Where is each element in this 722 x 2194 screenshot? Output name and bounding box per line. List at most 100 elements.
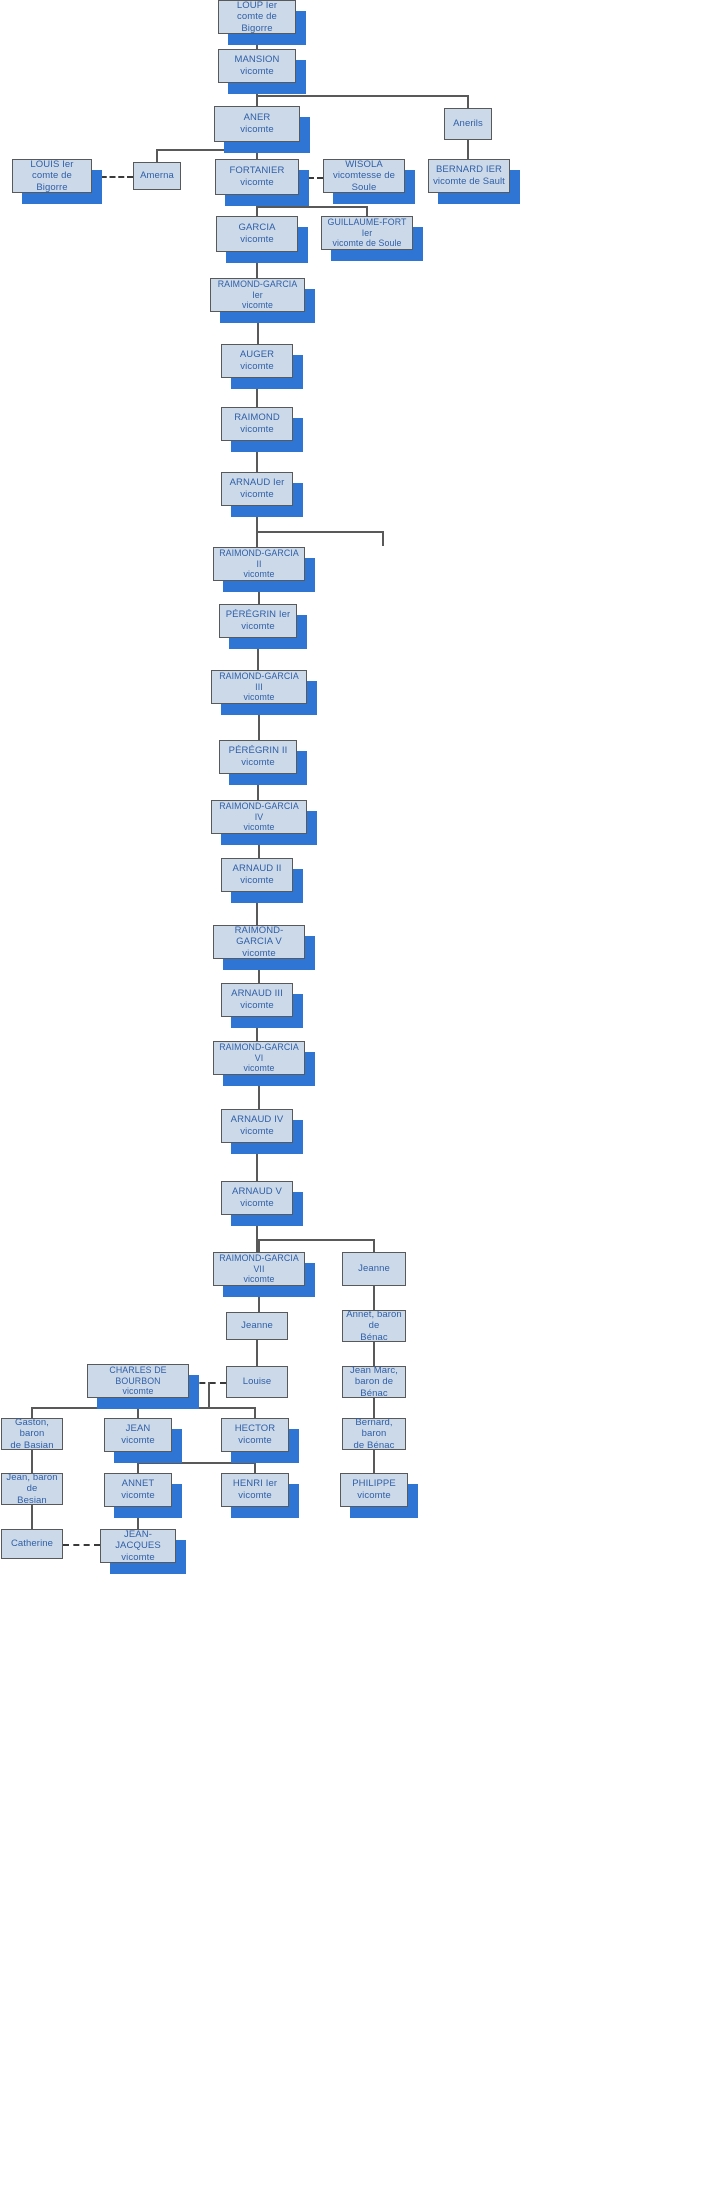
- person-title: vicomte: [241, 621, 275, 632]
- person-name: MANSION: [234, 54, 280, 66]
- person-name: Gaston, baron: [15, 1416, 49, 1440]
- connector-arnaud1-branch: [256, 506, 258, 531]
- person-name: HECTOR: [234, 1423, 276, 1435]
- person-name: GARCIA: [238, 222, 276, 234]
- person-name: ARNAUD Ier: [229, 477, 285, 489]
- person-name: RAIMOND-GARCIA VI: [219, 1041, 299, 1063]
- connector-peregrin1-to-rg3: [257, 638, 259, 670]
- person-name: Jeanne: [241, 1320, 273, 1332]
- person-title: vicomte: [241, 757, 275, 768]
- person-name: HENRI Ier: [232, 1478, 278, 1490]
- person-node-jeanne_c[interactable]: Jeanne: [226, 1312, 288, 1340]
- connector-anerils-drop: [467, 95, 469, 108]
- person-title: vicomte de Soule: [332, 238, 402, 249]
- person-node-jeanne_r[interactable]: Jeanne: [342, 1252, 406, 1286]
- person-title: vicomte: [357, 1490, 391, 1501]
- person-title: vicomtesse de Soule: [332, 170, 396, 193]
- person-node-amerna[interactable]: Amerna: [133, 162, 181, 190]
- person-name: BERNARD IER: [435, 164, 503, 176]
- connector-arnaud5-branch: [256, 1215, 258, 1239]
- person-name: GUILLAUME-FORT Ier: [327, 216, 407, 238]
- person-node-louise[interactable]: Louise: [226, 1366, 288, 1398]
- connector-rg2-to-peregrin1: [258, 581, 260, 604]
- person-title: vicomte: [243, 692, 275, 703]
- person-name: PÉRÉGRIN Ier: [225, 609, 291, 621]
- connector-jean_bes-to-catherine: [31, 1505, 33, 1529]
- person-title: de Basian: [10, 1439, 54, 1451]
- person-title: vicomte: [243, 1274, 275, 1285]
- person-name: Amerna: [140, 170, 174, 182]
- person-name: ARNAUD II: [232, 863, 282, 875]
- person-title: vicomte: [240, 124, 274, 135]
- person-name: ARNAUD V: [232, 1186, 282, 1198]
- person-node-jeanmarc[interactable]: Jean Marc,baron de Bénac: [342, 1365, 406, 1399]
- person-node-catherine[interactable]: Catherine: [1, 1529, 63, 1559]
- connector-auger-to-raimond: [256, 378, 258, 407]
- person-title: vicomte: [238, 1490, 272, 1501]
- person-title: vicomte: [240, 489, 274, 500]
- connector-jean-drop: [137, 1407, 139, 1418]
- connector-garcia-drop: [256, 206, 258, 216]
- person-title: Besian: [17, 1494, 47, 1506]
- connector-rg3-to-peregrin2: [258, 704, 260, 740]
- person-name: Annet, baron de: [346, 1308, 402, 1332]
- person-node-anerils[interactable]: Anerils: [444, 108, 492, 140]
- person-title: vicomte: [240, 66, 274, 77]
- person-name: Jeanne: [358, 1263, 390, 1275]
- person-title: Bénac: [360, 1331, 388, 1343]
- person-title: vicomte: [243, 1063, 275, 1074]
- person-title: vicomte: [240, 1000, 274, 1011]
- connector-arnaud5-children-h: [258, 1239, 373, 1241]
- connector-gaston-drop: [31, 1407, 33, 1418]
- person-title: vicomte: [122, 1386, 154, 1397]
- person-name: Louise: [242, 1376, 272, 1388]
- person-title: vicomte: [240, 177, 274, 188]
- person-name: ANNET: [121, 1478, 155, 1490]
- connector-rg1-to-auger: [257, 312, 259, 344]
- connector-amerna-drop: [156, 149, 158, 162]
- connector-jeanne_c-to-louise: [256, 1340, 258, 1366]
- connector-arnaud1-dangling-v: [382, 531, 384, 546]
- person-name: Catherine: [10, 1538, 54, 1550]
- person-name: Jean, baron de: [6, 1471, 58, 1495]
- person-name: WISOLA: [345, 158, 383, 170]
- person-name: ANER: [243, 112, 271, 124]
